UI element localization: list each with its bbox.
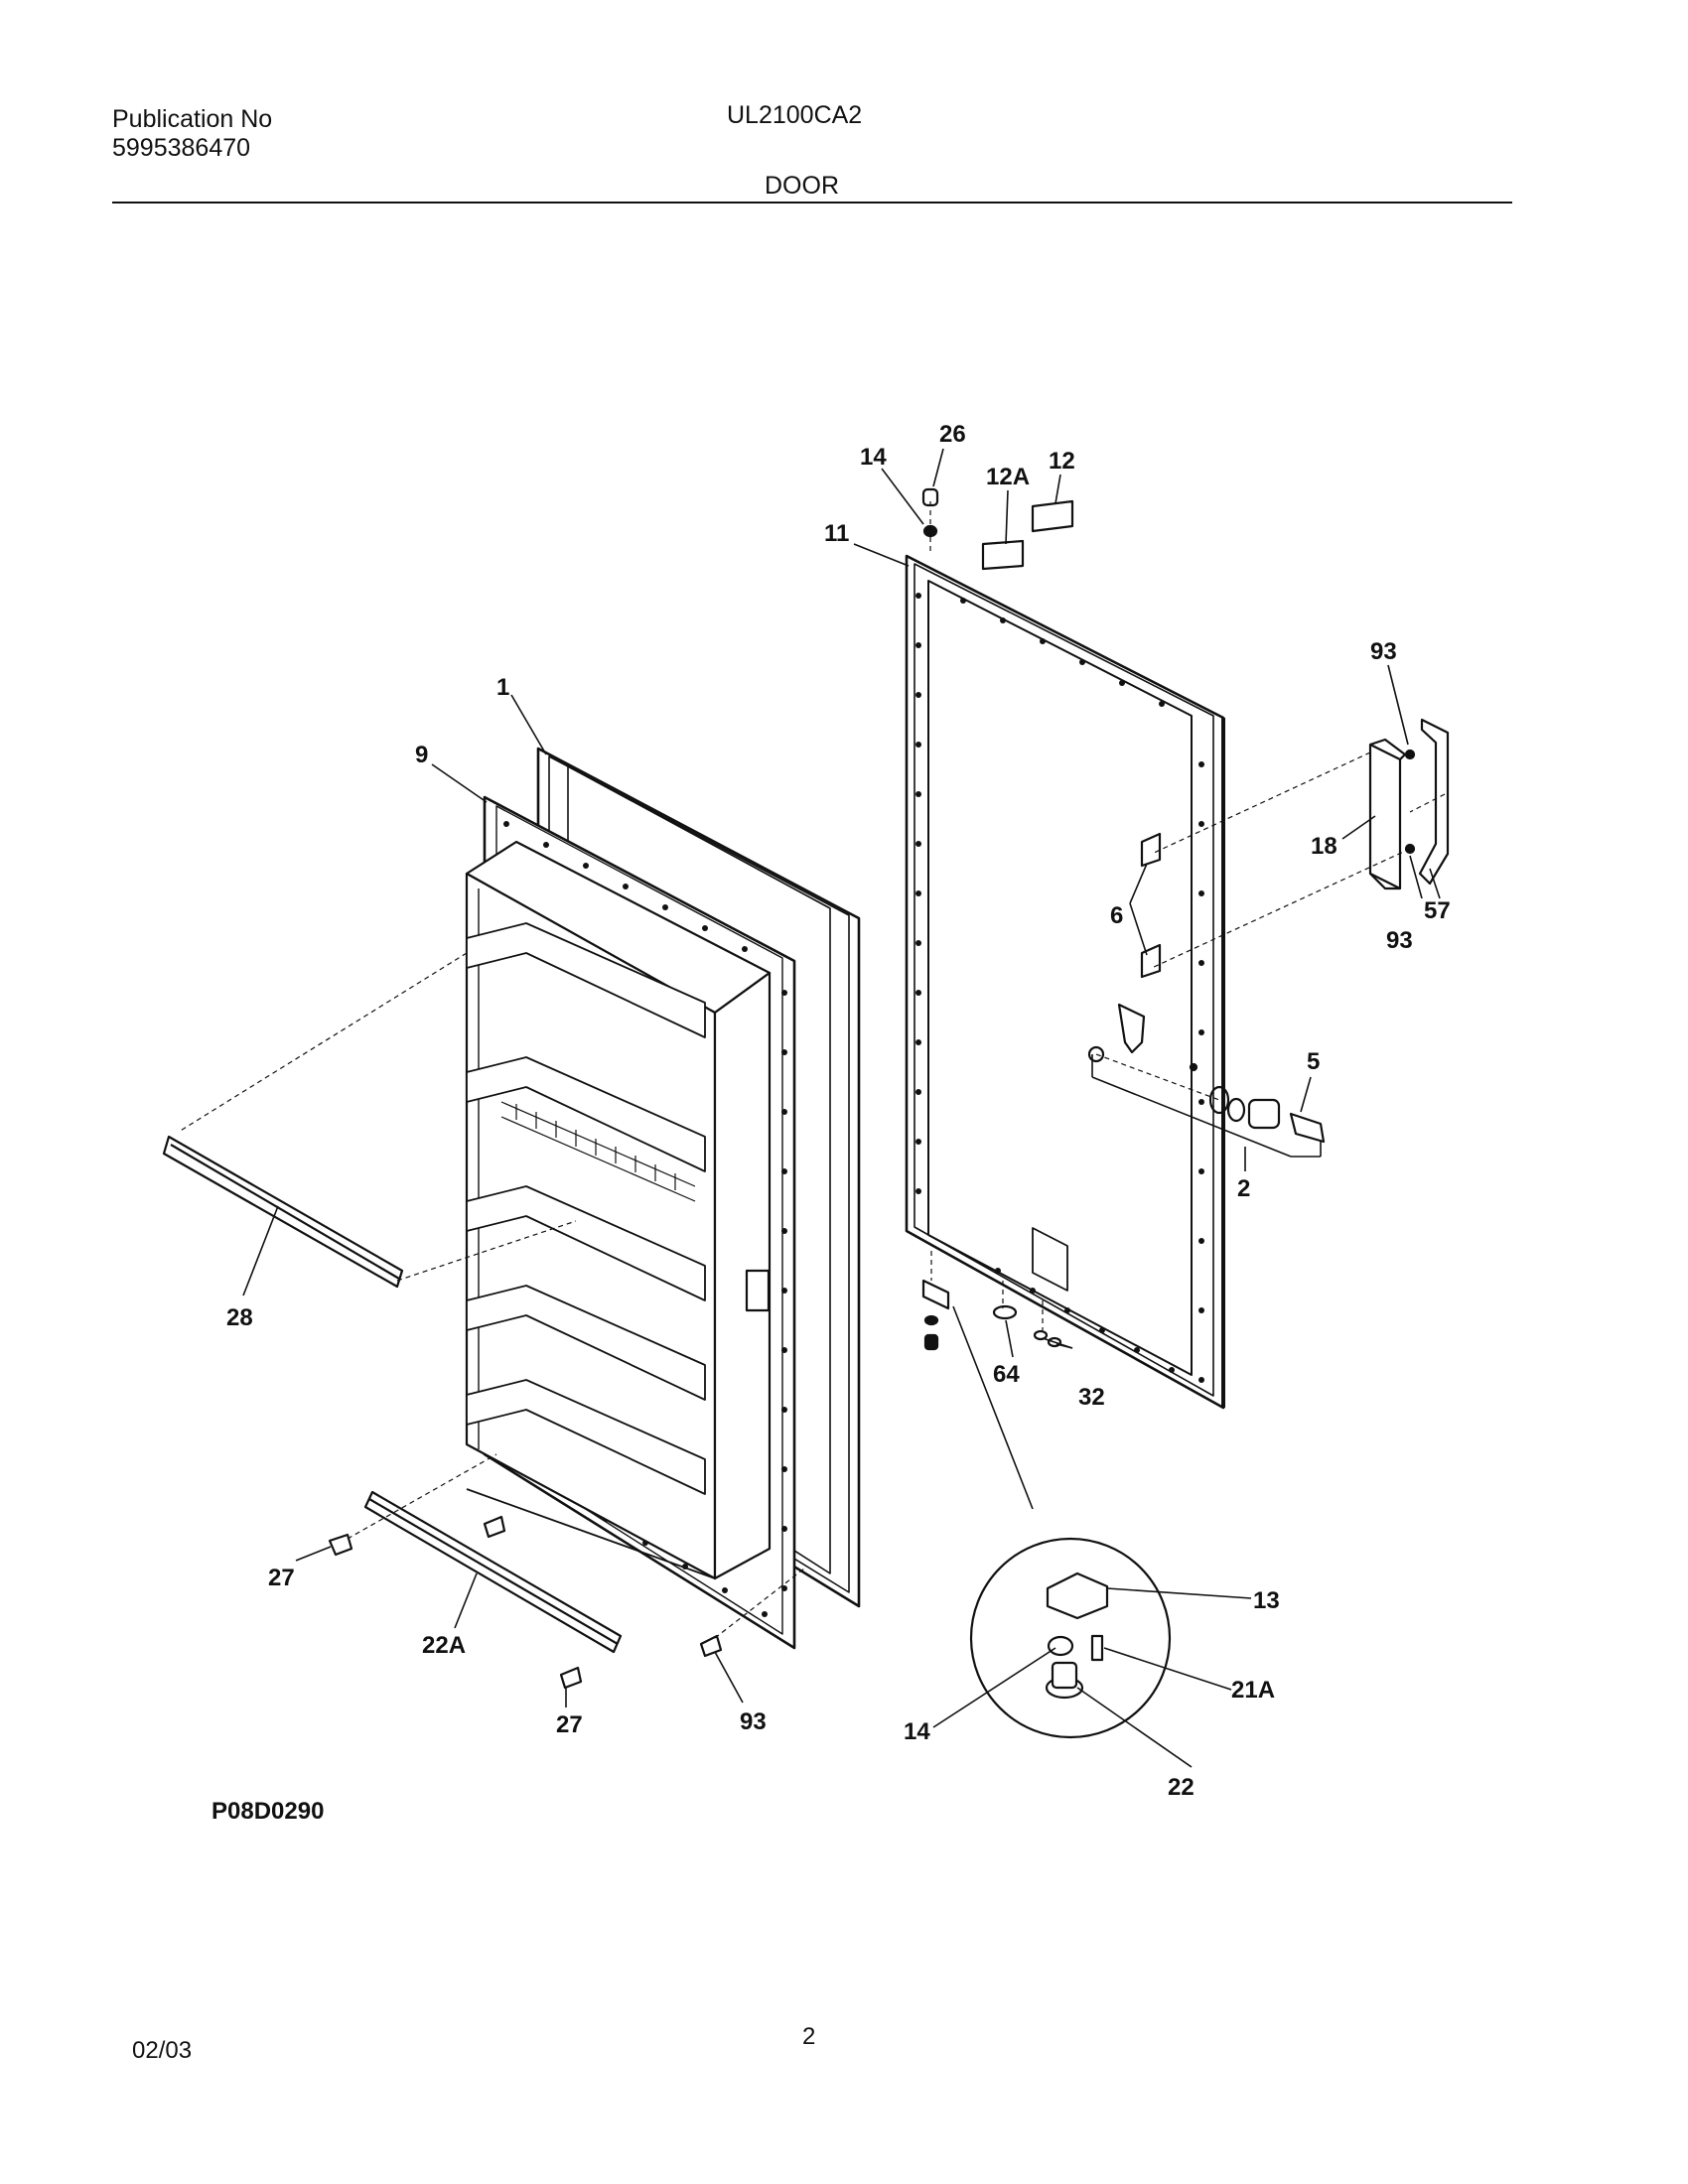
section-title: DOOR — [765, 172, 839, 200]
explode-lines — [178, 501, 1446, 1639]
header-divider — [112, 202, 1512, 204]
callout-93-right: 93 — [1386, 927, 1413, 954]
callout-6: 6 — [1110, 902, 1123, 929]
callout-5: 5 — [1307, 1048, 1320, 1075]
callout-labels: 26 14 12A 12 11 93 18 57 93 6 5 2 64 32 … — [211, 421, 1451, 1825]
model-number: UL2100CA2 — [727, 101, 863, 129]
callout-93-bottom: 93 — [740, 1708, 767, 1735]
outer-door-panel — [905, 554, 1225, 1410]
bottom-hinge-parts — [921, 1279, 1062, 1351]
callout-57: 57 — [1424, 897, 1451, 924]
leader-lines — [242, 448, 1441, 1768]
callout-32: 32 — [1078, 1384, 1105, 1411]
callout-12a: 12A — [986, 464, 1030, 490]
detail-circle — [969, 1537, 1172, 1739]
callout-27-left: 27 — [268, 1565, 295, 1591]
callout-11: 11 — [824, 520, 849, 547]
shelf-bar-28 — [162, 1135, 404, 1289]
screws — [328, 1515, 723, 1690]
page-number: 2 — [802, 2023, 816, 2050]
callout-18: 18 — [1311, 833, 1337, 860]
figure-code: P08D0290 — [211, 1798, 324, 1825]
inner-liner — [465, 795, 796, 1650]
top-labels-and-hinge — [921, 487, 1074, 571]
door-handle — [1368, 738, 1416, 890]
footer-date: 02/03 — [132, 2037, 193, 2064]
callout-22: 26 — [939, 421, 966, 448]
callout-2: 2 — [1237, 1175, 1250, 1202]
handle-cover — [1418, 718, 1450, 886]
publication-number: 5995386470 — [112, 134, 251, 162]
callout-93-top: 93 — [1370, 638, 1397, 665]
callout-14-top: 14 — [860, 444, 887, 471]
callout-64: 64 — [993, 1361, 1020, 1388]
publication-label: Publication No — [112, 105, 273, 133]
callout-26: 22A — [422, 1632, 466, 1659]
callout-27-bottom: 27 — [556, 1711, 583, 1738]
callout-1: 1 — [496, 674, 509, 701]
kick-bar-26 — [363, 1490, 623, 1654]
callout-13: 13 — [1253, 1587, 1280, 1614]
callout-14-detail: 14 — [904, 1718, 930, 1745]
callout-12: 12 — [1049, 448, 1075, 475]
callout-21a: 21A — [1231, 1677, 1275, 1704]
callout-9: 9 — [415, 742, 428, 768]
callout-22a: 22 — [1168, 1774, 1195, 1801]
callout-28: 28 — [226, 1304, 253, 1331]
